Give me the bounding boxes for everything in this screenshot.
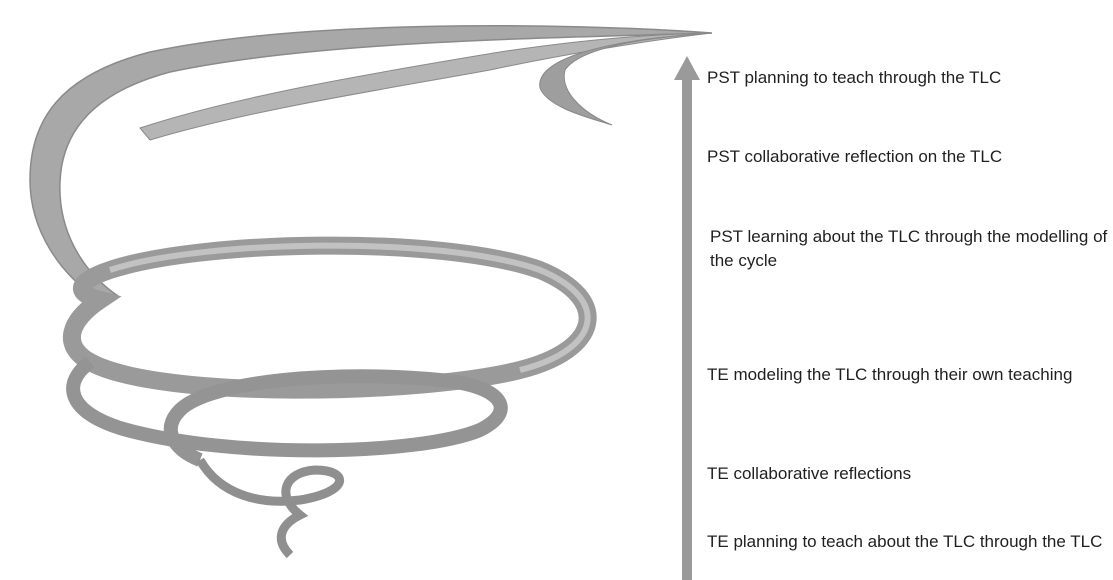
spiral-ribbon-icon: [29, 24, 713, 559]
ribbon-middle-highlight: [109, 242, 591, 373]
arrow-head: [674, 56, 700, 80]
stage-label-te-reflections: TE collaborative reflections: [707, 464, 912, 483]
arrow-shaft: [682, 78, 692, 580]
stage-label-pst-reflection: PST collaborative reflection on the TLC: [707, 147, 1003, 166]
stage-label-te-modeling: TE modeling the TLC through their own te…: [707, 365, 1073, 384]
stage-label-te-planning: TE planning to teach about the TLC throu…: [707, 532, 1103, 551]
ribbon-lower-loop: [66, 356, 508, 467]
stage-label-pst-learning: PST learning about the TLC through the m…: [710, 227, 1108, 270]
ribbon-bottom-loop: [196, 457, 344, 559]
ribbon-top-front: [139, 32, 713, 141]
ribbon-middle-loop: [62, 236, 597, 399]
stage-label-pst-planning: PST planning to teach through the TLC: [707, 68, 1002, 87]
ribbon-hook: [539, 32, 713, 126]
upward-arrow-icon: [674, 56, 700, 580]
